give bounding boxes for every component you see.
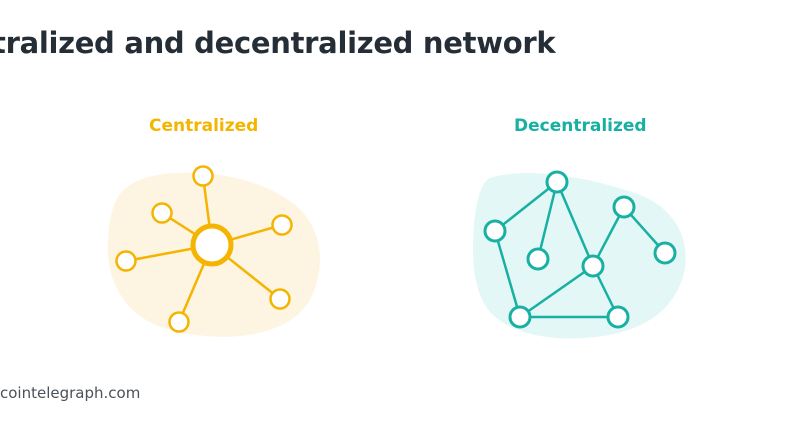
node [653, 241, 677, 265]
edge [519, 264, 594, 319]
page-title: tralized and decentralized network [0, 26, 556, 60]
node [269, 288, 291, 310]
node [115, 250, 137, 272]
hub-node [190, 223, 234, 267]
edge [555, 181, 595, 267]
node [151, 202, 173, 224]
edge [493, 230, 522, 318]
node [606, 305, 630, 329]
node [612, 195, 636, 219]
node [581, 254, 605, 278]
decentralized-label: Decentralized [514, 116, 647, 136]
source-credit: cointelegraph.com [0, 384, 141, 402]
node [168, 311, 190, 333]
centralized-label: Centralized [149, 116, 259, 136]
node [526, 247, 550, 271]
edge [536, 181, 559, 260]
node [483, 219, 507, 243]
node [271, 214, 293, 236]
edge [494, 181, 558, 232]
node [545, 170, 569, 194]
decentralized-blob [472, 173, 686, 339]
node [192, 165, 214, 187]
node [508, 305, 532, 329]
